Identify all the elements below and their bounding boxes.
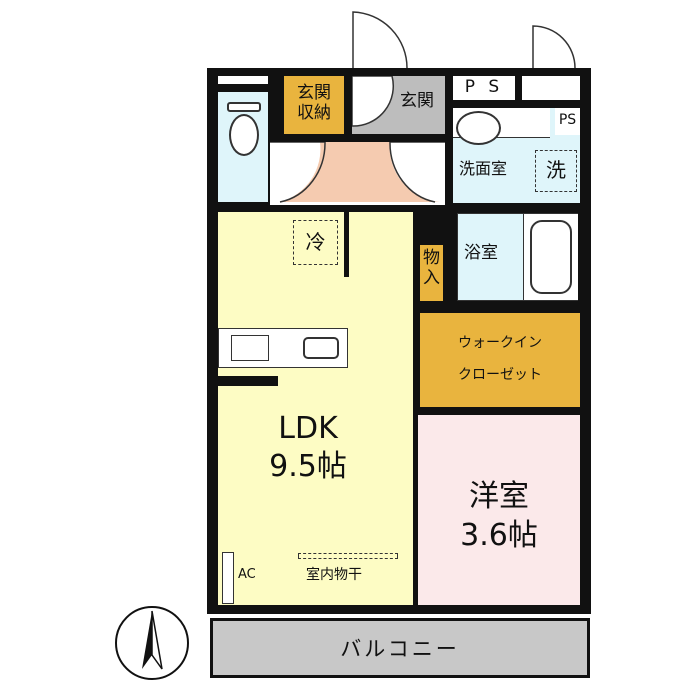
- ac-label: AC: [238, 567, 256, 582]
- washer-space: 洗: [535, 150, 577, 192]
- outdoor-area: [522, 76, 580, 100]
- ldk-name: LDK: [278, 411, 338, 446]
- toilet-tank-icon: [227, 102, 261, 112]
- genkan-storage-label: 玄関 収納: [297, 83, 331, 123]
- balcony: バルコニー: [210, 618, 590, 678]
- bathtub: [523, 214, 578, 300]
- genkan-storage: 玄関 収納: [284, 76, 344, 134]
- drying-rack: [298, 553, 398, 559]
- north-compass-icon: [115, 606, 189, 680]
- drying-label: 室内物干: [306, 567, 362, 583]
- closet-label-1: ウォークイン: [458, 335, 542, 351]
- hallway: [270, 142, 445, 205]
- ps2-label: PS: [558, 112, 577, 128]
- toilet-room: [218, 92, 268, 202]
- ac-unit: [222, 552, 234, 604]
- door-swing-icon: [352, 76, 395, 127]
- ldk-room: 冷 LDK 9.5帖 AC 室内物干: [218, 212, 413, 605]
- ldk-size: 9.5帖: [269, 449, 347, 484]
- entrance-door-icon: [352, 11, 408, 69]
- hall-door-swings-icon: [270, 142, 445, 203]
- ps-door-icon: [532, 25, 576, 69]
- ps-label: P S: [464, 77, 504, 97]
- partition-wall: [344, 212, 349, 277]
- toilet-shelf: [218, 76, 268, 84]
- balcony-label: バルコニー: [340, 637, 460, 661]
- washer-label: 洗: [546, 158, 566, 182]
- stove-icon: [231, 335, 269, 361]
- bathroom: 浴室: [457, 213, 578, 301]
- fridge-label: 冷: [305, 230, 326, 254]
- kitchen-sink-icon: [303, 337, 339, 359]
- western-room: 洋室 3.6帖: [418, 415, 580, 605]
- washroom: PS 洗面室 洗: [453, 108, 580, 203]
- walk-in-closet: ウォークイン クローゼット: [420, 313, 580, 407]
- bathtub-icon: [530, 220, 572, 294]
- fridge-space: 冷: [293, 220, 338, 265]
- closet-label-2: クローゼット: [458, 367, 542, 383]
- pipe-space-2: PS: [555, 108, 580, 135]
- bath-label: 浴室: [464, 243, 498, 263]
- sink-icon: [456, 111, 501, 145]
- storage: 物入: [420, 245, 443, 301]
- washroom-label: 洗面室: [459, 159, 508, 178]
- pipe-space: P S: [453, 76, 515, 100]
- genkan-label: 玄関: [400, 91, 434, 111]
- genkan: 玄関: [352, 76, 445, 134]
- western-size: 3.6帖: [460, 518, 538, 553]
- storage-label: 物入: [423, 248, 440, 288]
- western-name: 洋室: [469, 479, 529, 514]
- counter-wall: [218, 376, 278, 386]
- toilet-bowl-icon: [229, 114, 259, 156]
- kitchen-counter: [218, 328, 348, 368]
